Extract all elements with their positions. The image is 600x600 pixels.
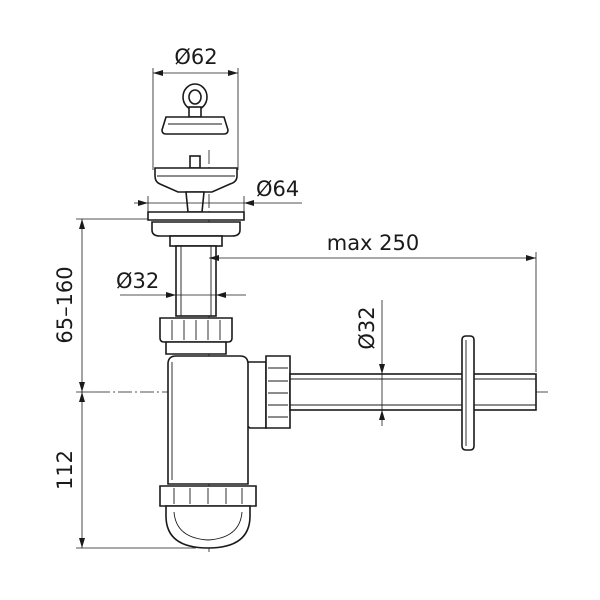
upper-nut-collar — [165, 341, 227, 355]
bottle-body — [167, 355, 249, 485]
dim-max-length: max 250 — [209, 231, 537, 372]
inlet-pipe — [175, 245, 217, 317]
drain-strainer — [154, 155, 238, 213]
stopper-ring-inner — [188, 89, 202, 105]
outlet-union-nut — [265, 355, 291, 429]
flange-top — [147, 211, 245, 221]
dim-62-arrow-left — [153, 70, 163, 76]
cup-bowl — [165, 505, 251, 549]
dim-250-arrow-right — [526, 255, 536, 261]
dim-112-arrow-bottom — [79, 538, 85, 548]
dim-250-arrow-left — [209, 255, 219, 261]
flange-bottom — [151, 221, 241, 237]
dim-62-label: Ø62 — [174, 45, 217, 69]
dim-32i-arrow-left — [166, 292, 176, 298]
dim-stopper-diameter: Ø62 — [152, 45, 239, 170]
dim-250-label: max 250 — [327, 231, 420, 255]
outlet-nut-body — [265, 355, 291, 429]
outlet-pipe-body — [289, 373, 537, 411]
inlet-pipe-body — [175, 245, 217, 317]
strainer-stem — [185, 191, 205, 213]
upper-union-nut — [159, 317, 233, 355]
dim-32o-arrow-bottom — [379, 410, 385, 420]
cup-inner — [173, 511, 243, 541]
dim-65-arrow-bottom — [79, 382, 85, 392]
dim-height-range: 65–160 — [53, 218, 148, 393]
wall-rosette — [461, 335, 475, 451]
strainer-cover — [154, 167, 238, 193]
bottle-cup — [159, 485, 257, 549]
dim-32i-arrow-right — [216, 292, 226, 298]
flange-neck — [169, 235, 223, 247]
sink-flange — [147, 211, 245, 247]
strainer-screw — [189, 155, 201, 169]
dim-112-arrow-top — [79, 392, 85, 402]
dim-64-arrow-right — [244, 200, 254, 206]
dim-outlet-diameter: Ø32 — [355, 300, 385, 426]
rosette-plate — [461, 335, 475, 451]
dim-65-label: 65–160 — [53, 266, 77, 343]
dim-64-label: Ø64 — [256, 177, 299, 201]
outlet-pipe — [289, 373, 537, 411]
stopper-cap — [161, 116, 229, 135]
dim-flange-diameter: Ø64 — [134, 177, 302, 214]
dim-32i-label: Ø32 — [116, 269, 159, 293]
dim-65-arrow-top — [79, 219, 85, 229]
dim-inlet-diameter: Ø32 — [116, 269, 246, 298]
dim-64-arrow-left — [138, 200, 148, 206]
trap-bottle — [167, 355, 267, 485]
dim-32o-label: Ø32 — [355, 306, 379, 349]
stopper-plug — [161, 83, 229, 135]
dim-32o-arrow-top — [379, 364, 385, 374]
dim-trap-height: 112 — [53, 392, 196, 549]
stopper-ring-post — [188, 106, 202, 118]
dim-112-label: 112 — [53, 450, 77, 490]
dim-62-arrow-right — [228, 70, 238, 76]
